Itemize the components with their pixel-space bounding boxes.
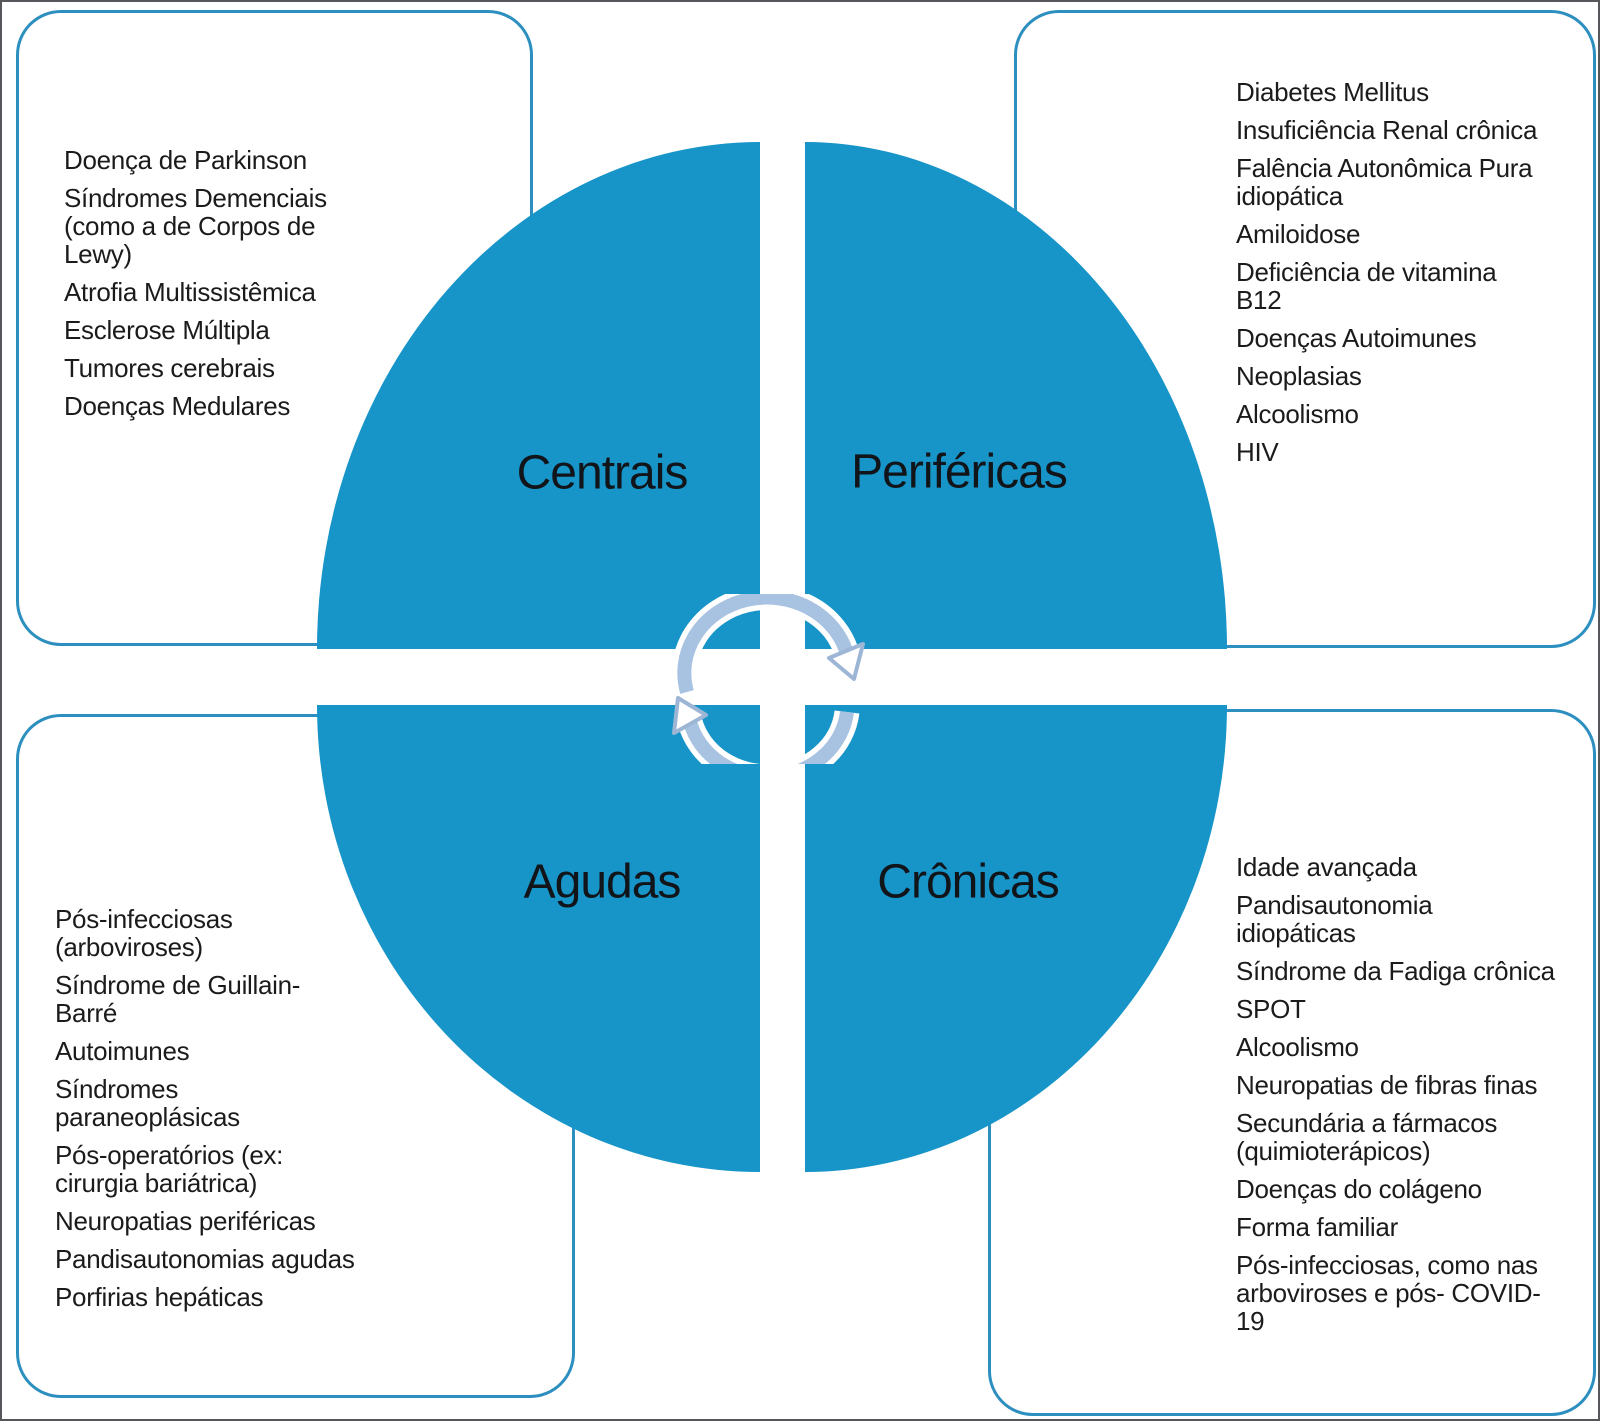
- cause-item: Atrofia Multissistêmica: [64, 277, 316, 307]
- cause-item: Síndrome de Guillain- Barré: [55, 970, 301, 1028]
- cause-item: Alcoolismo: [1236, 399, 1359, 429]
- cause-item: Doenças do colágeno: [1236, 1174, 1482, 1204]
- cause-item: Doenças Autoimunes: [1236, 323, 1477, 353]
- cause-item: Insuficiência Renal crônica: [1236, 115, 1538, 145]
- quadrant-label-perifericas: Periféricas: [851, 445, 1068, 499]
- cause-item: Pandisautonomias agudas: [55, 1244, 355, 1274]
- cause-item: Esclerose Múltipla: [64, 315, 270, 345]
- cause-item: Neoplasias: [1236, 361, 1362, 391]
- agudas-causes-list: Pós-infecciosas (arboviroses) Síndrome de…: [55, 905, 355, 1311]
- cycle-arrows-icon: [671, 594, 865, 764]
- cause-item: Síndromes paraneoplásicas: [55, 1074, 240, 1132]
- cause-item: Tumores cerebrais: [64, 353, 275, 383]
- quadrant-label-cronicas: Crônicas: [877, 855, 1059, 909]
- cause-item: Pós-operatórios (ex: cirurgia bariátrica…: [55, 1140, 284, 1198]
- cause-item: Neuropatias periféricas: [55, 1206, 316, 1236]
- cause-item: Autoimunes: [55, 1036, 190, 1066]
- cause-item: Síndromes Demenciais (como a de Corpos d…: [64, 183, 327, 269]
- cause-item: Secundária a fármacos (quimioterápicos): [1236, 1108, 1498, 1166]
- cause-item: Síndrome da Fadiga crônica: [1236, 956, 1555, 986]
- quadrant-label-agudas: Agudas: [523, 855, 682, 909]
- cause-item: SPOT: [1236, 994, 1306, 1024]
- cause-item: Alcoolismo: [1236, 1032, 1359, 1062]
- cause-item: Porfirias hepáticas: [55, 1282, 264, 1312]
- cause-item: HIV: [1236, 437, 1279, 467]
- cause-item: Doença de Parkinson: [64, 145, 307, 175]
- cause-item: Falência Autonômica Pura idiopática: [1236, 153, 1533, 211]
- cause-item: Pandisautonomia idiopáticas: [1236, 890, 1433, 948]
- cause-item: Forma familiar: [1236, 1212, 1398, 1242]
- cause-item: Diabetes Mellitus: [1236, 77, 1429, 107]
- cause-item: Neuropatias de fibras finas: [1236, 1070, 1538, 1100]
- cause-item: Pós-infecciosas, como nas arboviroses e …: [1236, 1250, 1541, 1336]
- cause-item: Doenças Medulares: [64, 391, 291, 421]
- quadrant-label-centrais: Centrais: [516, 446, 689, 500]
- cause-item: Deficiência de vitamina B12: [1236, 257, 1497, 315]
- cause-item: Pós-infecciosas (arboviroses): [55, 904, 233, 962]
- cause-item: Idade avançada: [1236, 852, 1417, 882]
- cause-item: Amiloidose: [1236, 219, 1361, 249]
